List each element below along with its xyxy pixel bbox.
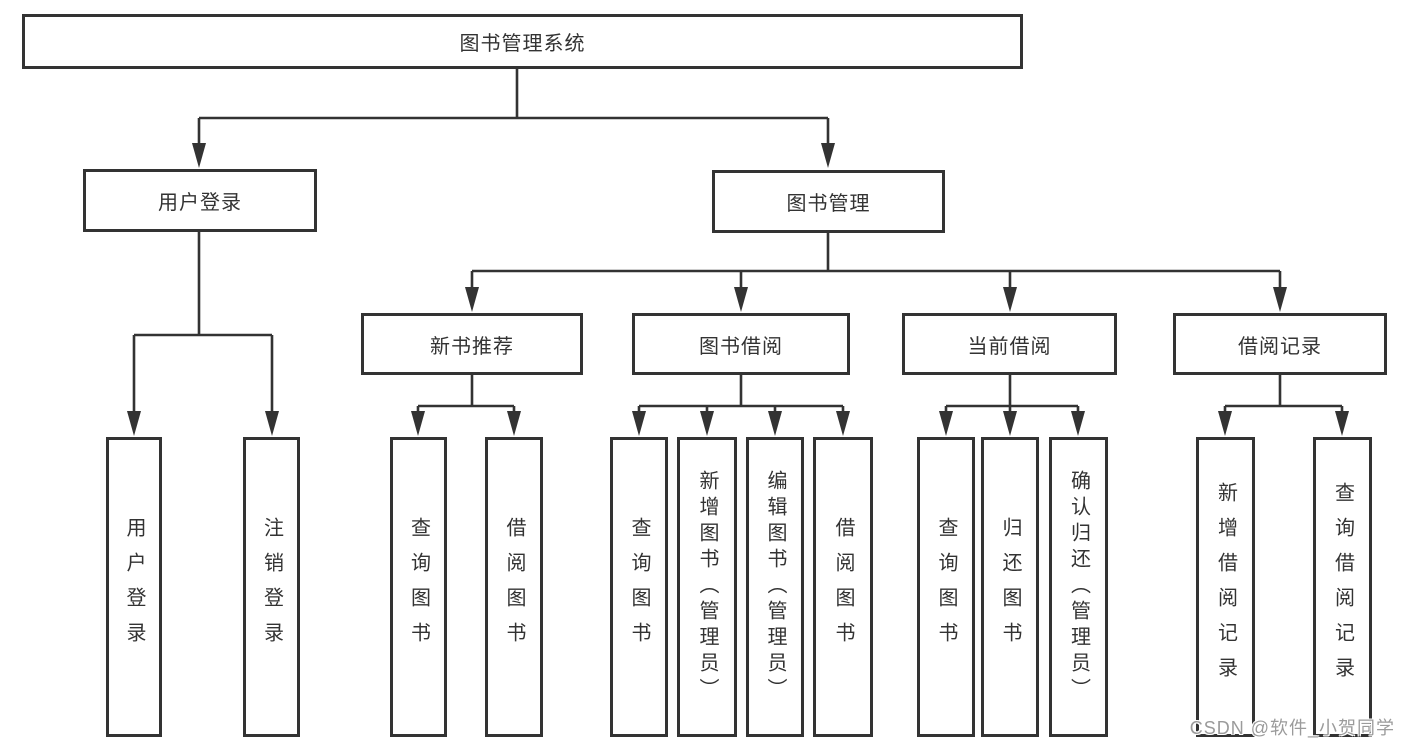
- node-label: 用户登录: [158, 192, 242, 214]
- node-label: 图书管理系统: [459, 33, 586, 55]
- node-new-book-recommend: 新书推荐: [361, 313, 583, 375]
- node-label: 当前借阅: [967, 335, 1052, 358]
- arrow-down-icon: [836, 411, 850, 436]
- arrow-down-icon: [700, 411, 714, 436]
- arrow-down-icon: [127, 411, 141, 436]
- node-label: 新增图书（管理员）: [696, 470, 718, 704]
- node-label: 查询图书: [628, 517, 650, 657]
- node-label: 借阅图书: [503, 517, 525, 657]
- arrow-down-icon: [507, 411, 521, 436]
- tree-lines: [132, 69, 1344, 414]
- node-borrow-record: 借阅记录: [1173, 313, 1387, 375]
- arrow-down-icon: [1218, 411, 1232, 436]
- node-user-login: 用户登录: [83, 169, 317, 232]
- node-label: 确认归还（管理员）: [1067, 470, 1090, 704]
- arrow-down-icon: [1003, 287, 1017, 312]
- arrow-down-icon: [939, 411, 953, 436]
- leaf-borrow-book-recommend: 借阅图书: [485, 437, 543, 737]
- arrow-down-icon: [1335, 411, 1349, 436]
- leaf-query-borrow-record: 查询借阅记录: [1313, 437, 1372, 737]
- leaf-user-login: 用户登录: [106, 437, 162, 737]
- leaf-add-book-admin: 新增图书（管理员）: [677, 437, 737, 737]
- node-label: 查询借阅记录: [1331, 482, 1354, 692]
- csdn-watermark: CSDN @软件_小贺同学: [1189, 718, 1395, 738]
- arrow-down-icon: [265, 411, 279, 436]
- node-label: 借阅记录: [1238, 335, 1322, 358]
- node-label: 查询图书: [407, 517, 430, 657]
- arrow-down-icon: [411, 411, 425, 436]
- arrow-down-icon: [821, 143, 835, 168]
- leaf-borrow-book: 借阅图书: [813, 437, 873, 737]
- arrow-down-icon: [768, 411, 782, 436]
- node-label: 查询图书: [935, 517, 957, 657]
- arrow-down-icon: [1273, 287, 1287, 312]
- arrowheads: [127, 143, 1349, 436]
- node-label: 图书借阅: [699, 335, 783, 358]
- node-book-borrow: 图书借阅: [632, 313, 850, 375]
- node-label: 用户登录: [123, 517, 145, 657]
- node-label: 注销登录: [260, 517, 283, 657]
- node-label: 新书推荐: [430, 335, 514, 358]
- leaf-query-book-borrow: 查询图书: [610, 437, 668, 737]
- node-label: 归还图书: [999, 517, 1021, 657]
- node-current-borrow: 当前借阅: [902, 313, 1117, 375]
- leaf-add-borrow-record: 新增借阅记录: [1196, 437, 1255, 737]
- arrow-down-icon: [465, 287, 479, 312]
- node-label: 借阅图书: [832, 517, 854, 657]
- node-book-management: 图书管理: [712, 170, 945, 233]
- node-library-management-system: 图书管理系统: [22, 14, 1023, 69]
- node-label: 编辑图书（管理员）: [764, 470, 786, 704]
- arrow-down-icon: [1071, 411, 1085, 436]
- leaf-query-book-current: 查询图书: [917, 437, 975, 737]
- leaf-confirm-return-admin: 确认归还（管理员）: [1049, 437, 1108, 737]
- arrow-down-icon: [632, 411, 646, 436]
- arrow-down-icon: [1003, 411, 1017, 436]
- node-label: 新增借阅记录: [1214, 482, 1237, 692]
- leaf-edit-book-admin: 编辑图书（管理员）: [746, 437, 804, 737]
- arrow-down-icon: [192, 143, 206, 168]
- leaf-query-book-recommend: 查询图书: [390, 437, 447, 737]
- leaf-logout: 注销登录: [243, 437, 300, 737]
- arrow-down-icon: [734, 287, 748, 312]
- node-label: 图书管理: [786, 193, 871, 215]
- leaf-return-book: 归还图书: [981, 437, 1039, 737]
